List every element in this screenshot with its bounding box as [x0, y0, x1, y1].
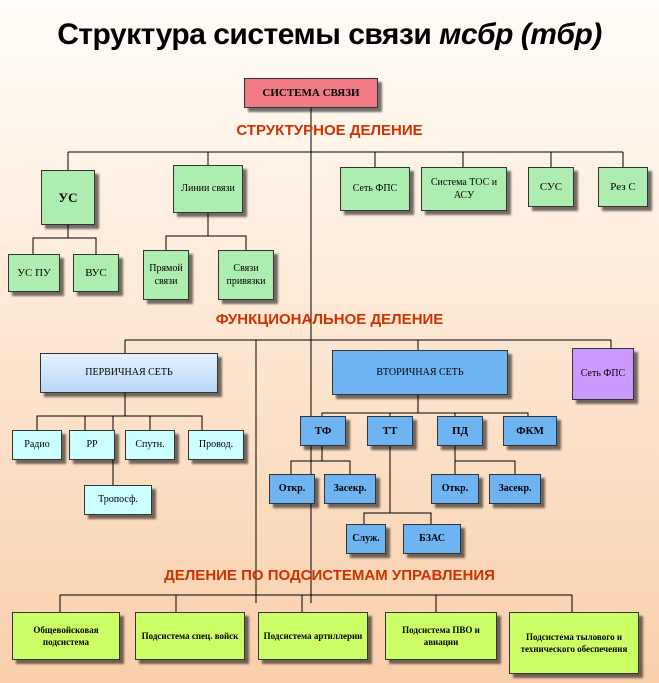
- box-subsystem-combined-arms: Общевойсковая подсистема: [12, 612, 120, 660]
- box-res: Рез С: [598, 167, 648, 207]
- box-primary-network: ПЕРВИЧНАЯ СЕТЬ: [40, 353, 218, 393]
- box-subsystem-artillery: Подсистема артиллерии: [258, 612, 368, 660]
- box-functional-sfps: Сеть ФПС: [572, 348, 634, 400]
- box-tf: ТФ: [300, 416, 346, 446]
- box-pd-zasekr: Засекр.: [489, 474, 541, 504]
- box-direct: Прямой связи: [143, 250, 189, 300]
- box-provod: Провод.: [188, 430, 244, 460]
- box-rr: РР: [69, 430, 115, 460]
- root-system-box: СИСТЕМА СВЯЗИ: [244, 78, 378, 108]
- box-pd-otkr: Откр.: [431, 474, 479, 504]
- header-structural: СТРУКТУРНОЕ ДЕЛЕНИЕ: [236, 122, 423, 139]
- box-radio: Радио: [12, 430, 62, 460]
- title-italic: мсбр (тбр): [439, 18, 602, 51]
- box-bzas: БЗАС: [403, 524, 461, 554]
- page-title: Структура системы связи мсбр (тбр): [0, 18, 659, 52]
- box-tos-asu: Система ТОС и АСУ: [421, 167, 507, 211]
- header-subsystems: ДЕЛЕНИЕ ПО ПОДСИСТЕМАМ УПРАВЛЕНИЯ: [164, 567, 495, 584]
- box-us: УС: [41, 170, 95, 225]
- box-subsystem-special-troops: Подсистема спец. войск: [135, 612, 245, 660]
- box-sluzh: Служ.: [346, 524, 386, 554]
- box-lines: Линии связи: [173, 165, 243, 213]
- box-sfps: Сеть ФПС: [340, 167, 410, 211]
- box-subsystem-logistics: Подсистема тылового и технического обесп…: [509, 612, 639, 674]
- box-sus: СУС: [528, 167, 574, 207]
- box-vus: ВУС: [73, 254, 119, 292]
- box-fkm: ФКМ: [503, 416, 557, 446]
- box-tt: ТТ: [367, 416, 413, 446]
- box-secondary-network: ВТОРИЧНАЯ СЕТЬ: [332, 350, 508, 395]
- box-sputn: Спутн.: [125, 430, 175, 460]
- header-functional: ФУНКЦИОНАЛЬНОЕ ДЕЛЕНИЕ: [215, 311, 444, 328]
- box-subsystem-air-defense: Подсистема ПВО и авиации: [385, 612, 497, 660]
- box-tf-zasekr: Засекр.: [324, 474, 376, 504]
- box-tf-otkr: Откр.: [269, 474, 315, 504]
- box-troposph: Тропосф.: [84, 485, 152, 515]
- box-uspu: УС ПУ: [8, 254, 60, 292]
- title-main: Структура системы связи: [57, 18, 432, 51]
- box-pd: ПД: [437, 416, 483, 446]
- box-vzaim: Связи привязки: [218, 250, 274, 300]
